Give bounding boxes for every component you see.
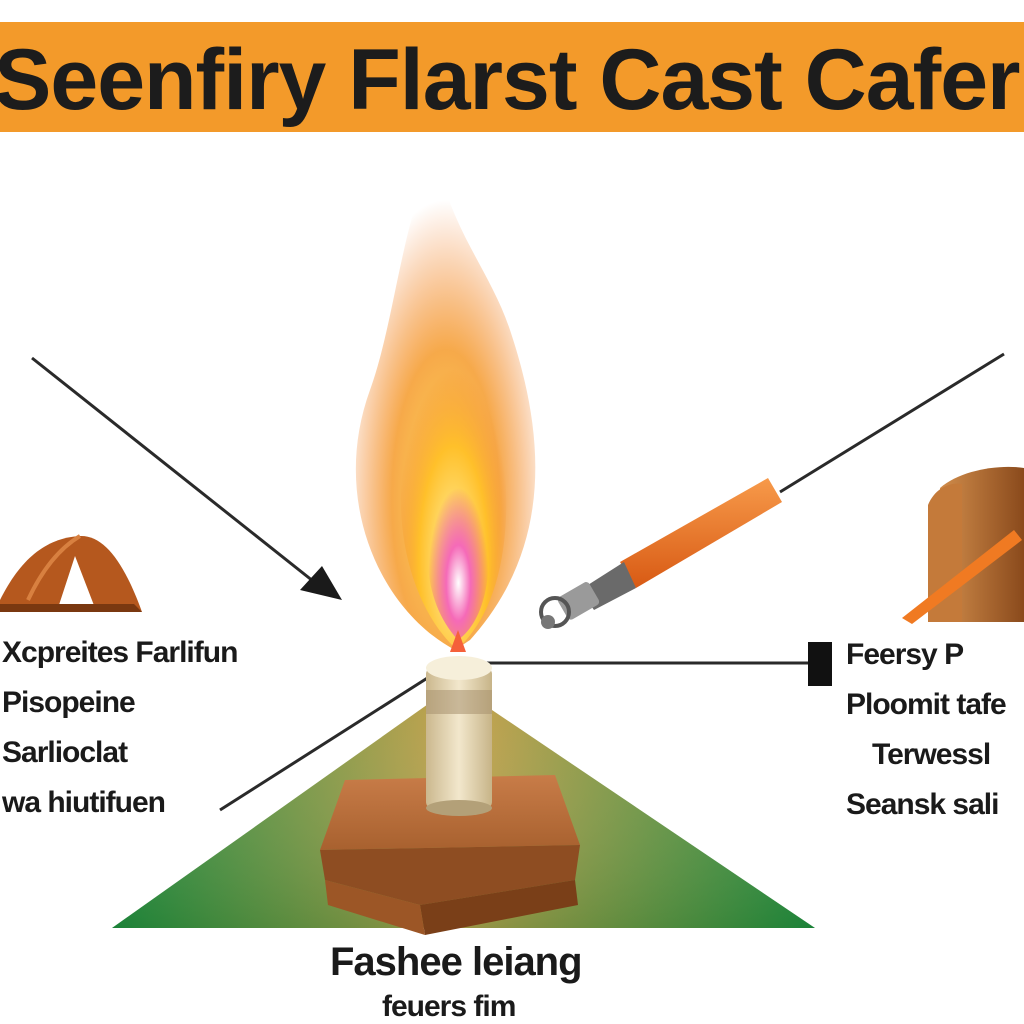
flame-icon bbox=[355, 150, 536, 652]
right-label-3: Terwessl bbox=[872, 738, 991, 771]
pointer-connector-right bbox=[470, 642, 832, 686]
banner-title: Seenfiry Flarst Cast Cafer bbox=[0, 32, 1021, 128]
bottom-label-sub: feuers fim bbox=[382, 990, 516, 1023]
bottom-label-main: Fashee leiang bbox=[330, 940, 583, 984]
left-label-4: wa hiutifuen bbox=[2, 786, 166, 819]
title-banner: Seenfiry Flarst Cast Cafer bbox=[0, 22, 1024, 132]
tent-icon bbox=[0, 534, 142, 612]
log-pile-icon bbox=[902, 466, 1024, 624]
left-label-2: Pisopeine bbox=[2, 686, 136, 719]
right-label-2: Ploomit tafe bbox=[846, 688, 1007, 721]
right-label-1: Feersy P bbox=[846, 638, 964, 671]
left-label-1: Xcpreites Farlifun bbox=[2, 636, 238, 669]
left-label-3: Sarlioclat bbox=[2, 736, 128, 769]
right-label-4: Seansk sali bbox=[846, 788, 999, 821]
pointer-arrow-left bbox=[31, 356, 342, 600]
candle-icon bbox=[426, 656, 492, 816]
pointer-line-right bbox=[779, 352, 1005, 494]
lighter-icon bbox=[539, 478, 782, 629]
pointer-line-lower-left bbox=[219, 668, 441, 812]
